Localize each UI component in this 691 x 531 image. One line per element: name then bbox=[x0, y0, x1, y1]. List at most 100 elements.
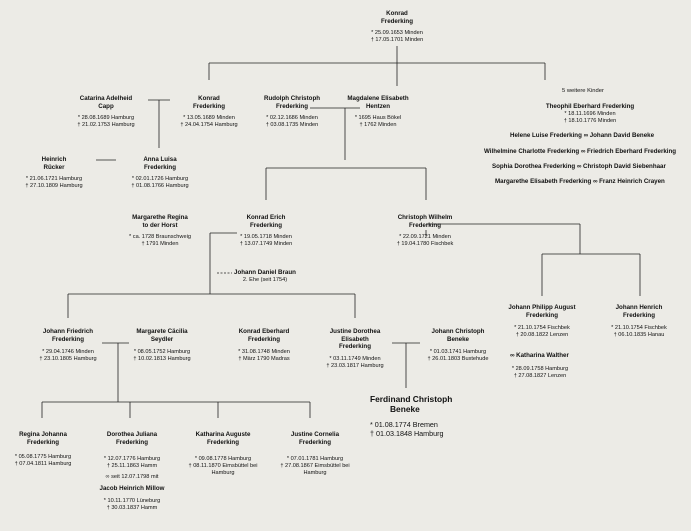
birth-date: * 1695 Haus Bökel bbox=[354, 115, 402, 122]
person-name: Dorothea Juliana bbox=[106, 431, 158, 438]
death-date: † 27.08.1867 Eimsbüttel bei bbox=[280, 463, 350, 470]
person-surname: Frederking bbox=[193, 102, 225, 110]
spouse-death-date: † 30.03.1837 Hamm bbox=[106, 504, 158, 511]
person-katharina-auguste: Katharina Auguste Frederking * 09.08.177… bbox=[178, 431, 268, 477]
person-name: Christoph Wilhelm bbox=[397, 214, 453, 221]
person-name: Rudolph Christoph bbox=[263, 95, 321, 102]
spouse-birth-date: * 10.11.1770 Lüneburg bbox=[103, 497, 161, 504]
person-name: Heinrich bbox=[41, 156, 67, 163]
person-johann-daniel-braun: Johann Daniel Braun 2. Ehe (seit 1754) bbox=[230, 269, 300, 284]
death-place-cont: Hamburg bbox=[303, 470, 327, 477]
birth-date: * 25.09.1653 Minden bbox=[371, 30, 423, 37]
person-johann-christoph-beneke: Johann Christoph Beneke * 01.03.1741 Ham… bbox=[418, 328, 498, 363]
sibling-wilhelmine-charlotte: Wilhelmine Charlotte Frederking ∞ Friedr… bbox=[484, 148, 677, 155]
birth-date: * 08.05.1752 Hamburg bbox=[133, 349, 191, 356]
person-name: Johann Christoph bbox=[431, 328, 485, 335]
person-name: Ferdinand Christoph bbox=[370, 394, 453, 404]
person-name: Margarethe Regina bbox=[132, 214, 188, 221]
death-date: † 23.10.1805 Hamburg bbox=[39, 356, 97, 363]
person-name: Konrad Eberhard bbox=[238, 328, 290, 335]
person-name: Konrad bbox=[386, 10, 408, 17]
marriage-note: 2. Ehe (seit 1754) bbox=[242, 276, 288, 283]
death-date: † 10.02.1813 Hamburg bbox=[133, 356, 191, 363]
person-surname: Capp bbox=[98, 102, 114, 110]
sibling-margarethe-elisabeth: Margarethe Elisabeth Frederking ∞ Franz … bbox=[495, 178, 665, 185]
sibling-helene-luise: Helene Luise Frederking ∞ Johann David B… bbox=[510, 132, 655, 139]
death-place-cont: Hamburg bbox=[211, 470, 235, 477]
death-date: † 27.10.1809 Hamburg bbox=[25, 183, 83, 190]
person-surname: Frederking bbox=[299, 438, 331, 446]
person-name: Catarina Adelheid bbox=[79, 95, 133, 102]
death-date: † 03.08.1735 Minden bbox=[265, 122, 319, 129]
birth-date: * 13.05.1689 Minden bbox=[183, 115, 235, 122]
person-surname: Frederking bbox=[409, 221, 441, 229]
death-date: † 18.10.1776 Minden bbox=[563, 117, 617, 124]
person-surname: Frederking bbox=[27, 438, 59, 446]
person-christoph-wilhelm: Christoph Wilhelm Frederking * 22.09.172… bbox=[380, 214, 470, 248]
person-name: Regina Johanna bbox=[19, 431, 67, 438]
person-surname: Frederking bbox=[52, 335, 84, 343]
spouse-katharina-walther: ∞ Katharina Walther bbox=[510, 352, 569, 359]
person-surname: Frederking bbox=[339, 343, 371, 351]
birth-date: * ca. 1728 Braunschweig bbox=[129, 234, 191, 241]
death-date: † 08.11.1870 Eimsbüttel bei bbox=[188, 463, 258, 470]
person-konrad-frederking-1689: Konrad Frederking * 13.05.1689 Minden † … bbox=[170, 95, 248, 129]
note-more-children: 5 weitere Kinder bbox=[562, 88, 604, 94]
person-johann-henrich: Johann Henrich Frederking * 21.10.1754 F… bbox=[596, 304, 682, 339]
birth-date: * 09.08.1778 Hamburg bbox=[194, 456, 252, 463]
person-margarethe-regina: Margarethe Regina to der Horst * ca. 172… bbox=[110, 214, 210, 248]
birth-date: * 03.11.1749 Minden bbox=[329, 355, 381, 362]
person-name: Konrad bbox=[198, 95, 220, 102]
birth-date: * 31.08.1748 Minden bbox=[238, 349, 290, 356]
person-surname: Frederking bbox=[116, 438, 148, 446]
person-surname: Seydler bbox=[150, 335, 174, 343]
death-date: † 1762 Minden bbox=[359, 122, 397, 129]
person-dorothea-juliana: Dorothea Juliana Frederking * 12.07.1776… bbox=[92, 431, 172, 512]
death-date: † 07.04.1811 Hamburg bbox=[14, 461, 72, 468]
death-date: † 06.10.1835 Hanau bbox=[613, 332, 665, 339]
person-catarina-capp: Catarina Adelheid Capp * 28.08.1689 Hamb… bbox=[64, 95, 148, 129]
person-surname: Rücker bbox=[43, 163, 65, 171]
death-date: † 23.03.1817 Hamburg bbox=[326, 362, 384, 369]
person-name: Katharina Auguste bbox=[195, 431, 251, 438]
person-surname: Beneke bbox=[446, 335, 469, 343]
sibling-sophia-dorothea: Sophia Dorothea Frederking ∞ Christoph D… bbox=[492, 163, 666, 170]
death-date: † 19.04.1780 Fischbek bbox=[396, 241, 454, 248]
birth-date: * 28.09.1758 Hamburg bbox=[511, 366, 569, 372]
person-name: Theophil Eberhard Frederking bbox=[545, 103, 635, 110]
person-anna-luisa: Anna Luisa Frederking * 02.01.1726 Hambu… bbox=[118, 156, 202, 190]
person-justine-dorothea: Justine Dorothea Elisabeth Frederking * … bbox=[315, 328, 395, 370]
person-justine-cornelia: Justine Cornelia Frederking * 07.01.1781… bbox=[270, 431, 360, 477]
death-date: † 1791 Minden bbox=[141, 241, 179, 248]
person-johann-philipp-august: Johann Philipp August Frederking * 21.10… bbox=[496, 304, 588, 339]
person-surname: Frederking bbox=[623, 311, 655, 319]
birth-date: * 01.03.1741 Hamburg bbox=[429, 349, 487, 356]
birth-date: * 21.06.1721 Hamburg bbox=[25, 176, 83, 183]
birth-date: * 28.08.1689 Hamburg bbox=[77, 115, 135, 122]
person-margarete-cacilia: Margarete Cäcilia Seydler * 08.05.1752 H… bbox=[122, 328, 202, 363]
death-date: † 24.04.1754 Hamburg bbox=[180, 122, 238, 129]
birth-date: * 07.01.1781 Hamburg bbox=[286, 456, 344, 463]
person-surname: Frederking bbox=[526, 311, 558, 319]
death-date: † 20.08.1822 Lenzen bbox=[515, 332, 569, 339]
person-konrad-eberhard: Konrad Eberhard Frederking * 31.08.1748 … bbox=[224, 328, 304, 363]
person-magdalene-hentzen: Magdalene Elisabeth Hentzen * 1695 Haus … bbox=[335, 95, 421, 129]
person-surname: Frederking bbox=[250, 221, 282, 229]
person-ferdinand-christoph-beneke: Ferdinand Christoph Beneke * 01.08.1774 … bbox=[370, 394, 470, 438]
person-surname: to der Horst bbox=[142, 221, 178, 229]
person-name: Johann Henrich bbox=[615, 304, 663, 311]
person-theophil-eberhard: Theophil Eberhard Frederking * 18.11.169… bbox=[520, 103, 660, 125]
death-date: † 27.08.1827 Lenzen bbox=[513, 373, 567, 379]
person-surname: Beneke bbox=[390, 404, 420, 414]
birth-date: * 02.01.1726 Hamburg bbox=[131, 176, 189, 183]
birth-date: * 19.05.1718 Minden bbox=[240, 234, 292, 241]
person-rudolph-christoph: Rudolph Christoph Frederking * 02.12.168… bbox=[250, 95, 334, 129]
person-name: Johann Philipp August bbox=[508, 304, 576, 311]
person-name: Johann Friedrich bbox=[42, 328, 94, 335]
birth-date: * 22.09.1721 Minden bbox=[399, 234, 451, 241]
person-surname: Frederking bbox=[144, 163, 176, 171]
spouse-name: Jacob Heinrich Millow bbox=[99, 485, 165, 493]
person-surname: Frederking bbox=[207, 438, 239, 446]
death-date: † 21.02.1753 Hamburg bbox=[77, 122, 135, 129]
birth-date: * 02.12.1686 Minden bbox=[266, 115, 318, 122]
